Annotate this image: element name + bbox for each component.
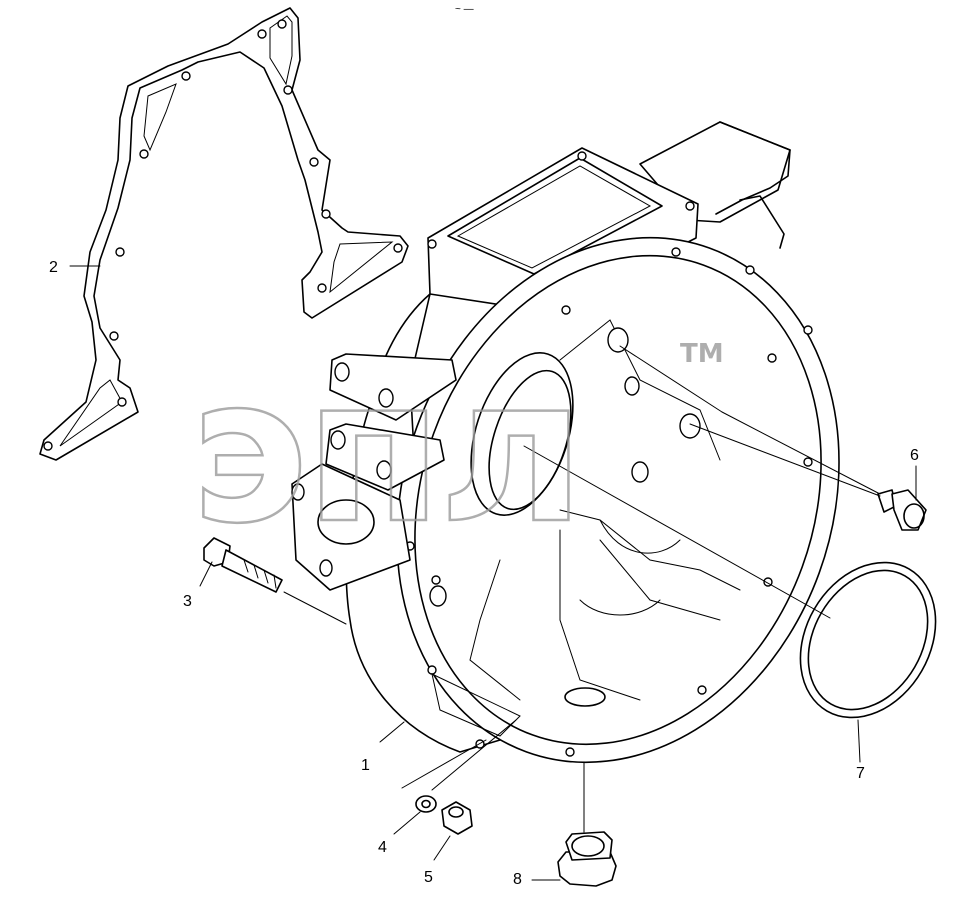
leader-lines: [69, 265, 917, 881]
watermark: эпл TM: [189, 334, 724, 570]
top-mark: ~ —: [455, 4, 474, 15]
part-6-plug-screw: [877, 489, 927, 531]
callout-3: 3: [183, 593, 192, 610]
callout-5: 5: [424, 869, 433, 886]
watermark-logo: эпл: [190, 335, 581, 568]
part-2-gasket: [39, 7, 409, 461]
callout-6: 6: [910, 447, 919, 464]
part-8-plug-cap: [557, 831, 617, 887]
callout-7: 7: [856, 765, 865, 782]
part-7-o-ring: [799, 561, 937, 719]
part-1-flywheel-housing: [291, 121, 840, 764]
part-5-nut: [441, 801, 473, 835]
callout-4: 4: [378, 839, 387, 856]
part-3-bolt: [203, 537, 347, 625]
watermark-trademark: TM: [680, 339, 724, 369]
callout-2: 2: [49, 259, 58, 276]
part-4-washer: [415, 795, 437, 813]
callout-8: 8: [513, 871, 522, 888]
callout-1: 1: [361, 757, 370, 774]
